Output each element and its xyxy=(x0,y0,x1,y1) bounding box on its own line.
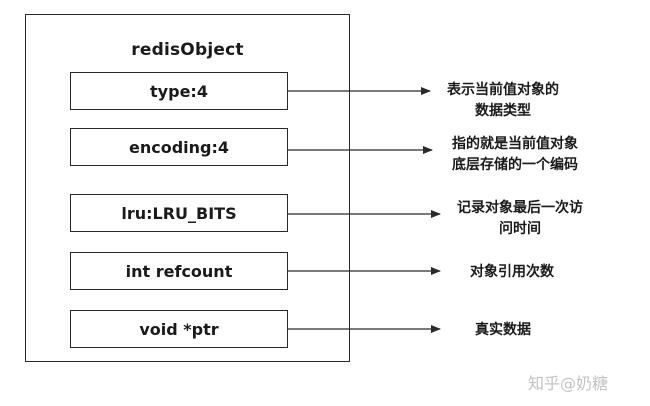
struct-title: redisObject xyxy=(131,40,244,60)
field-ptr: void *ptr xyxy=(70,310,288,348)
desc-ptr-line-1: 真实数据 xyxy=(475,322,531,338)
field-type: type:4 xyxy=(70,72,288,110)
desc-refcount-line-1: 对象引用次数 xyxy=(470,264,554,280)
desc-lru-line-1: 记录对象最后一次访 xyxy=(457,200,583,216)
desc-lru-line-2: 问时间 xyxy=(499,221,541,237)
field-encoding: encoding:4 xyxy=(70,128,288,166)
desc-ptr: 真实数据 xyxy=(468,320,538,341)
desc-encoding-line-1: 指的就是当前值对象 xyxy=(452,136,578,152)
desc-refcount: 对象引用次数 xyxy=(452,262,572,283)
desc-type-line-1: 表示当前值对象的 xyxy=(447,82,559,98)
watermark: 知乎@奶糖 xyxy=(528,374,609,393)
desc-encoding: 指的就是当前值对象 底层存储的一个编码 xyxy=(440,134,590,176)
field-lru: lru:LRU_BITS xyxy=(70,194,288,232)
desc-lru: 记录对象最后一次访 问时间 xyxy=(445,198,595,240)
field-refcount: int refcount xyxy=(70,252,288,290)
desc-encoding-line-2: 底层存储的一个编码 xyxy=(452,157,578,173)
redis-object-struct-box xyxy=(25,14,350,362)
desc-type: 表示当前值对象的 数据类型 xyxy=(438,80,568,122)
desc-type-line-2: 数据类型 xyxy=(475,103,531,119)
